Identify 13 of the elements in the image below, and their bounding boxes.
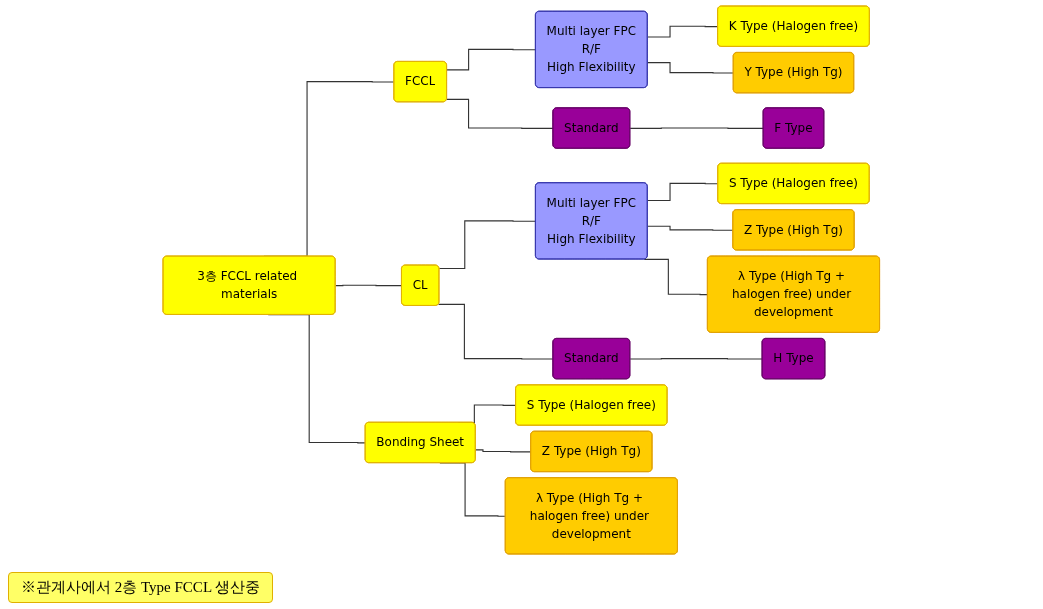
connector	[647, 25, 719, 38]
note: ※관계사에서 2층 Type FCCL 생산중	[8, 572, 274, 603]
connector	[438, 303, 554, 360]
connector	[446, 48, 537, 71]
connector	[438, 220, 537, 269]
connector	[475, 449, 532, 453]
connector	[629, 358, 764, 360]
connector	[629, 127, 765, 129]
connector	[335, 284, 403, 287]
connector	[647, 62, 735, 74]
connector	[647, 225, 734, 231]
connector	[647, 182, 719, 202]
connector	[446, 98, 554, 129]
